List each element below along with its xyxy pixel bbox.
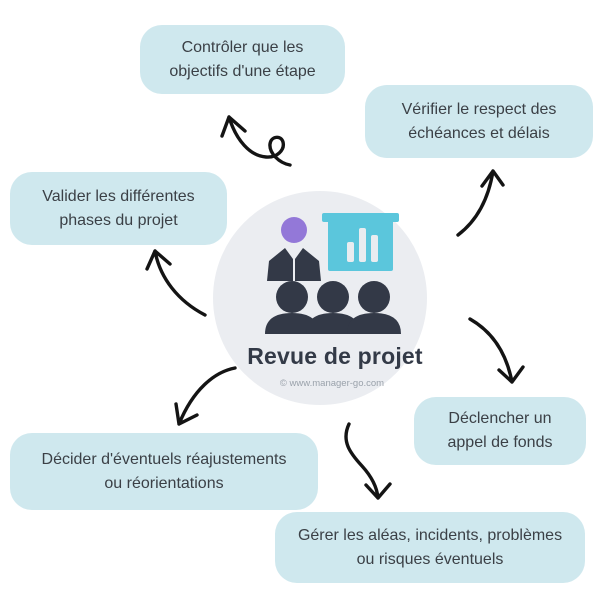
arrow-to-verifier xyxy=(456,169,505,237)
bubble-text-line: phases du projet xyxy=(59,211,178,229)
bubble-text-line: échéances et délais xyxy=(408,124,550,142)
bubble-text-line: appel de fonds xyxy=(447,434,553,451)
bubble-text-line: Décider d'éventuels réajustements xyxy=(41,450,287,468)
arrow-to-valider xyxy=(145,249,207,317)
presenter-icon xyxy=(267,217,321,281)
bubble-text-line: Vérifier le respect des xyxy=(401,100,557,118)
bubble-declencher: Déclencher un appel de fonds xyxy=(414,397,586,465)
arrow-to-declencher xyxy=(468,317,525,384)
bubble-decider: Décider d'éventuels réajustements ou réo… xyxy=(10,433,318,510)
bubble-text-line: Déclencher un xyxy=(448,410,552,427)
project-review-icon xyxy=(265,213,401,334)
bubble-text-line: ou risques éventuels xyxy=(356,550,504,568)
bubble-text-line: ou réorientations xyxy=(104,474,224,492)
bubble-text-line: Contrôler que les xyxy=(181,38,304,56)
bubble-text-line: Valider les différentes xyxy=(42,187,195,205)
arrow-to-controler xyxy=(220,115,292,167)
arrow-to-gerer xyxy=(344,422,392,500)
bubble-text-line: Gérer les aléas, incidents, problèmes xyxy=(297,526,563,544)
bubble-valider: Valider les différentes phases du projet xyxy=(10,172,227,245)
audience-icon xyxy=(265,281,401,334)
bubble-controler: Contrôler que les objectifs d'une étape xyxy=(140,25,345,94)
bubble-text-line: objectifs d'une étape xyxy=(169,62,316,80)
arrow-to-decider xyxy=(174,366,237,426)
bubble-verifier: Vérifier le respect des échéances et dél… xyxy=(365,85,593,158)
copyright-note: © www.manager-go.com xyxy=(279,378,385,389)
bar-chart-board-icon xyxy=(322,213,399,271)
bubble-gerer: Gérer les aléas, incidents, problèmes ou… xyxy=(275,512,585,583)
diagram-title: Revue de projet xyxy=(247,343,423,369)
